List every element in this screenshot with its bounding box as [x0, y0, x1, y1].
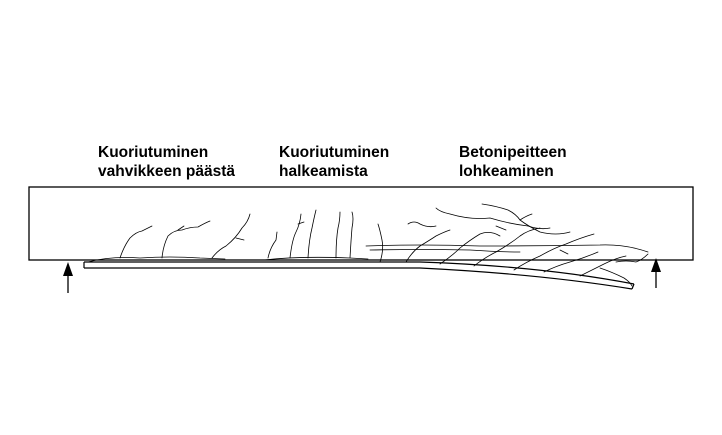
concrete-beam	[28, 186, 694, 261]
label-cover-rip-off-line2: lohkeaminen	[459, 163, 554, 180]
cracks-crack-debonding	[263, 209, 369, 261]
label-end-debonding-line2: vahvikkeen päästä	[98, 163, 236, 180]
label-cover-rip-off: Betonipeitteen lohkeaminen	[459, 143, 567, 181]
label-crack-debonding: Kuoriutuminen halkeamista	[279, 143, 389, 181]
label-crack-debonding-line2: halkeamista	[279, 163, 368, 180]
support-left-up-arrow-icon	[63, 262, 73, 293]
frp-plate	[83, 261, 635, 290]
support-right-up-arrow-icon	[651, 258, 661, 288]
label-end-debonding: Kuoriutuminen vahvikkeen päästä	[98, 143, 235, 181]
cracks-end-debonding	[87, 213, 278, 263]
label-crack-debonding-line1: Kuoriutuminen	[279, 144, 390, 161]
label-cover-rip-off-line1: Betonipeitteen	[459, 144, 567, 161]
label-end-debonding-line1: Kuoriutuminen	[98, 144, 209, 161]
cracks-cover-rip-off	[365, 203, 649, 287]
